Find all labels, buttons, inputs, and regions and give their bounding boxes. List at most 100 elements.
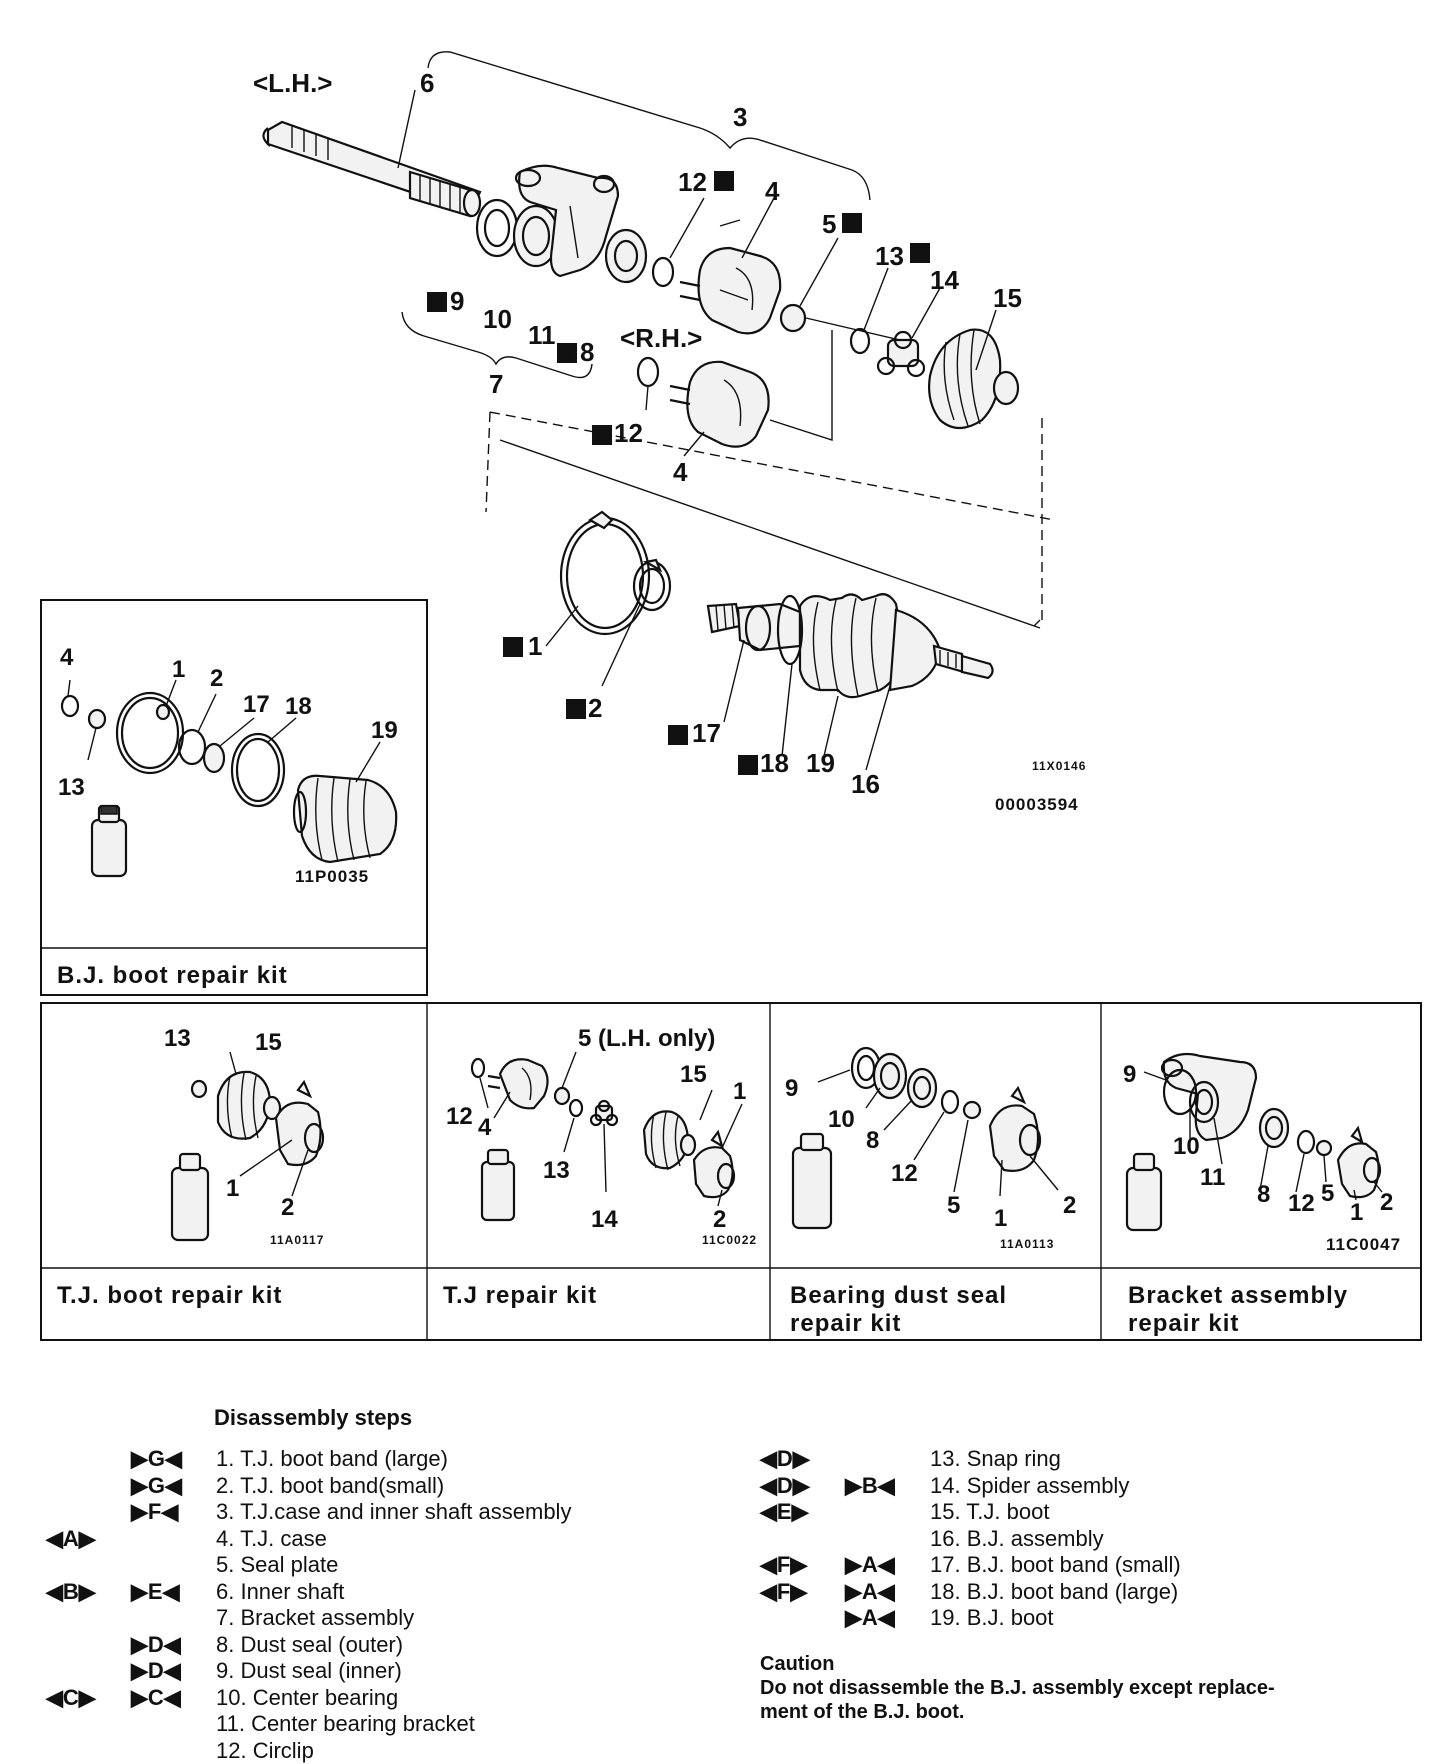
label-17: 17 [692, 718, 721, 748]
steps-left-list: ▶G◀1. T.J. boot band (large) ▶G◀2. T.J. … [46, 1446, 746, 1764]
step-text: 6. Inner shaft [216, 1579, 344, 1606]
group-3-bracket [428, 52, 870, 200]
bj-kit-label-17: 17 [243, 691, 270, 718]
new-part-marker-icon [427, 292, 447, 312]
tj-boot-kit-code: 11A0117 [270, 1233, 324, 1247]
caution-note: Caution Do not disassemble the B.J. asse… [760, 1652, 1420, 1724]
bds-kit-title-line1: Bearing dust seal [790, 1282, 1007, 1309]
step-row: ◀E▶15. T.J. boot [760, 1499, 1400, 1526]
step-text: 18. B.J. boot band (large) [930, 1579, 1178, 1606]
tj-case-rh [670, 362, 769, 447]
dashed-link-right [1034, 418, 1042, 626]
step-row: ▶A◀ 19. B.J. boot [760, 1605, 1400, 1632]
step-text: 19. B.J. boot [930, 1605, 1054, 1632]
bj-kit-label-13: 13 [58, 774, 85, 801]
bj-kit-label-2: 2 [210, 665, 223, 692]
label-19: 19 [806, 748, 835, 778]
new-part-marker-icon [592, 425, 612, 445]
steps-right-list: ◀D▶13. Snap ring ◀D▶▶B◀14. Spider assemb… [760, 1446, 1400, 1632]
step-row: ▶F◀3. T.J.case and inner shaft assembly [46, 1499, 746, 1526]
leader-17 [724, 640, 744, 722]
tj-boot-kit-title: T.J. boot repair kit [57, 1282, 282, 1309]
snap-ring [851, 329, 869, 353]
step-mark-2: ▶C◀ [131, 1685, 206, 1712]
figure-code-main: 11X0146 [1032, 759, 1086, 773]
step-text: 13. Snap ring [930, 1446, 1061, 1473]
ba-kit-label-11: 11 [1200, 1164, 1225, 1191]
ba-kit-code: 11C0047 [1326, 1235, 1401, 1254]
caution-line-2: ment of the B.J. boot. [760, 1700, 1420, 1724]
disassembly-heading: Disassembly steps [214, 1405, 412, 1431]
leader-14 [912, 288, 940, 338]
bds-kit-label-5: 5 [947, 1192, 960, 1219]
step-row: 12. Circlip [46, 1738, 746, 1764]
ba-kit-title-line1: Bracket assembly [1128, 1282, 1348, 1309]
tj-repair-kit-label-1: 1 [733, 1078, 746, 1105]
bearing-dust-seal-repair-kit: 9 10 8 12 5 1 2 11A0113 Bearing dust sea… [785, 1048, 1076, 1337]
label-8: 8 [580, 337, 594, 367]
step-mark-1: ◀F▶ [760, 1579, 835, 1606]
bds-kit-label-1: 1 [994, 1205, 1007, 1232]
new-part-marker-icon [714, 171, 734, 191]
step-row: ◀A▶4. T.J. case [46, 1526, 746, 1553]
tj-boot [929, 330, 1018, 428]
rh-axis-line [770, 330, 832, 440]
circlip-lh [653, 258, 673, 286]
tj-repair-kit-label-15: 15 [680, 1061, 707, 1088]
label-4a: 4 [765, 176, 780, 206]
step-text: 3. T.J.case and inner shaft assembly [216, 1499, 571, 1526]
new-part-marker-icon [566, 699, 586, 719]
new-part-marker-icon [668, 725, 688, 745]
bj-kit-label-4: 4 [60, 644, 74, 671]
label-13: 13 [875, 241, 904, 271]
bds-kit-title-line2: repair kit [790, 1310, 901, 1337]
leader-12b [646, 386, 648, 410]
step-row: ▶G◀2. T.J. boot band(small) [46, 1473, 746, 1500]
bds-kit-label-12: 12 [891, 1160, 918, 1187]
step-mark-2: ▶A◀ [845, 1605, 920, 1632]
tj-boot-kit-label-1: 1 [226, 1175, 239, 1202]
step-mark-1: ◀E▶ [760, 1499, 835, 1526]
leader-16 [866, 686, 890, 770]
label-9: 9 [450, 286, 464, 316]
step-text: 12. Circlip [216, 1738, 314, 1764]
tj-repair-kit-label-14: 14 [591, 1206, 618, 1233]
step-row: ▶D◀9. Dust seal (inner) [46, 1658, 746, 1685]
step-text: 9. Dust seal (inner) [216, 1658, 402, 1685]
step-mark-2: ▶E◀ [131, 1579, 206, 1606]
new-part-marker-icon [910, 243, 930, 263]
dust-seal-inner [477, 200, 517, 256]
main-exploded-view: <L.H.> 6 3 12 4 5 13 14 15 9 10 11 8 <R.… [253, 52, 1086, 814]
caution-line-1: Do not disassemble the B.J. assembly exc… [760, 1676, 1420, 1700]
ba-kit-label-2: 2 [1380, 1189, 1393, 1216]
leader-6 [398, 90, 415, 168]
ba-kit-label-10: 10 [1173, 1133, 1200, 1160]
dust-seal-outer [606, 230, 646, 282]
label-4b: 4 [673, 457, 688, 487]
new-part-marker-icon [503, 637, 523, 657]
tj-repair-kit: 5 (L.H. only) 15 1 12 4 13 14 2 11C0022 … [443, 1025, 757, 1309]
step-mark-1: ◀B▶ [46, 1579, 121, 1606]
ba-kit-label-9: 9 [1123, 1061, 1136, 1088]
caution-title: Caution [760, 1652, 1420, 1676]
dashed-link-left [486, 412, 1054, 520]
tj-repair-kit-label-4: 4 [478, 1114, 492, 1141]
step-row: ◀C▶▶C◀10. Center bearing [46, 1685, 746, 1712]
new-part-marker-icon [738, 755, 758, 775]
leader-4a [742, 198, 774, 258]
label-1: 1 [528, 631, 542, 661]
spider-assembly [878, 332, 924, 376]
step-mark-2: ▶D◀ [131, 1632, 206, 1659]
bj-kit-label-1: 1 [172, 656, 185, 683]
step-row: ◀D▶▶B◀14. Spider assembly [760, 1473, 1400, 1500]
bracket-assembly-repair-kit: 9 10 11 8 12 5 1 2 11C0047 Bracket assem… [1123, 1054, 1401, 1337]
bj-kit-label-18: 18 [285, 693, 312, 720]
new-part-marker-icon [842, 213, 862, 233]
step-mark-2: ▶G◀ [131, 1473, 206, 1500]
label-12b: 12 [614, 418, 643, 448]
step-text: 17. B.J. boot band (small) [930, 1552, 1181, 1579]
circlip-rh [638, 358, 658, 386]
step-row: 11. Center bearing bracket [46, 1711, 746, 1738]
bds-kit-label-9: 9 [785, 1075, 798, 1102]
step-text: 14. Spider assembly [930, 1473, 1129, 1500]
